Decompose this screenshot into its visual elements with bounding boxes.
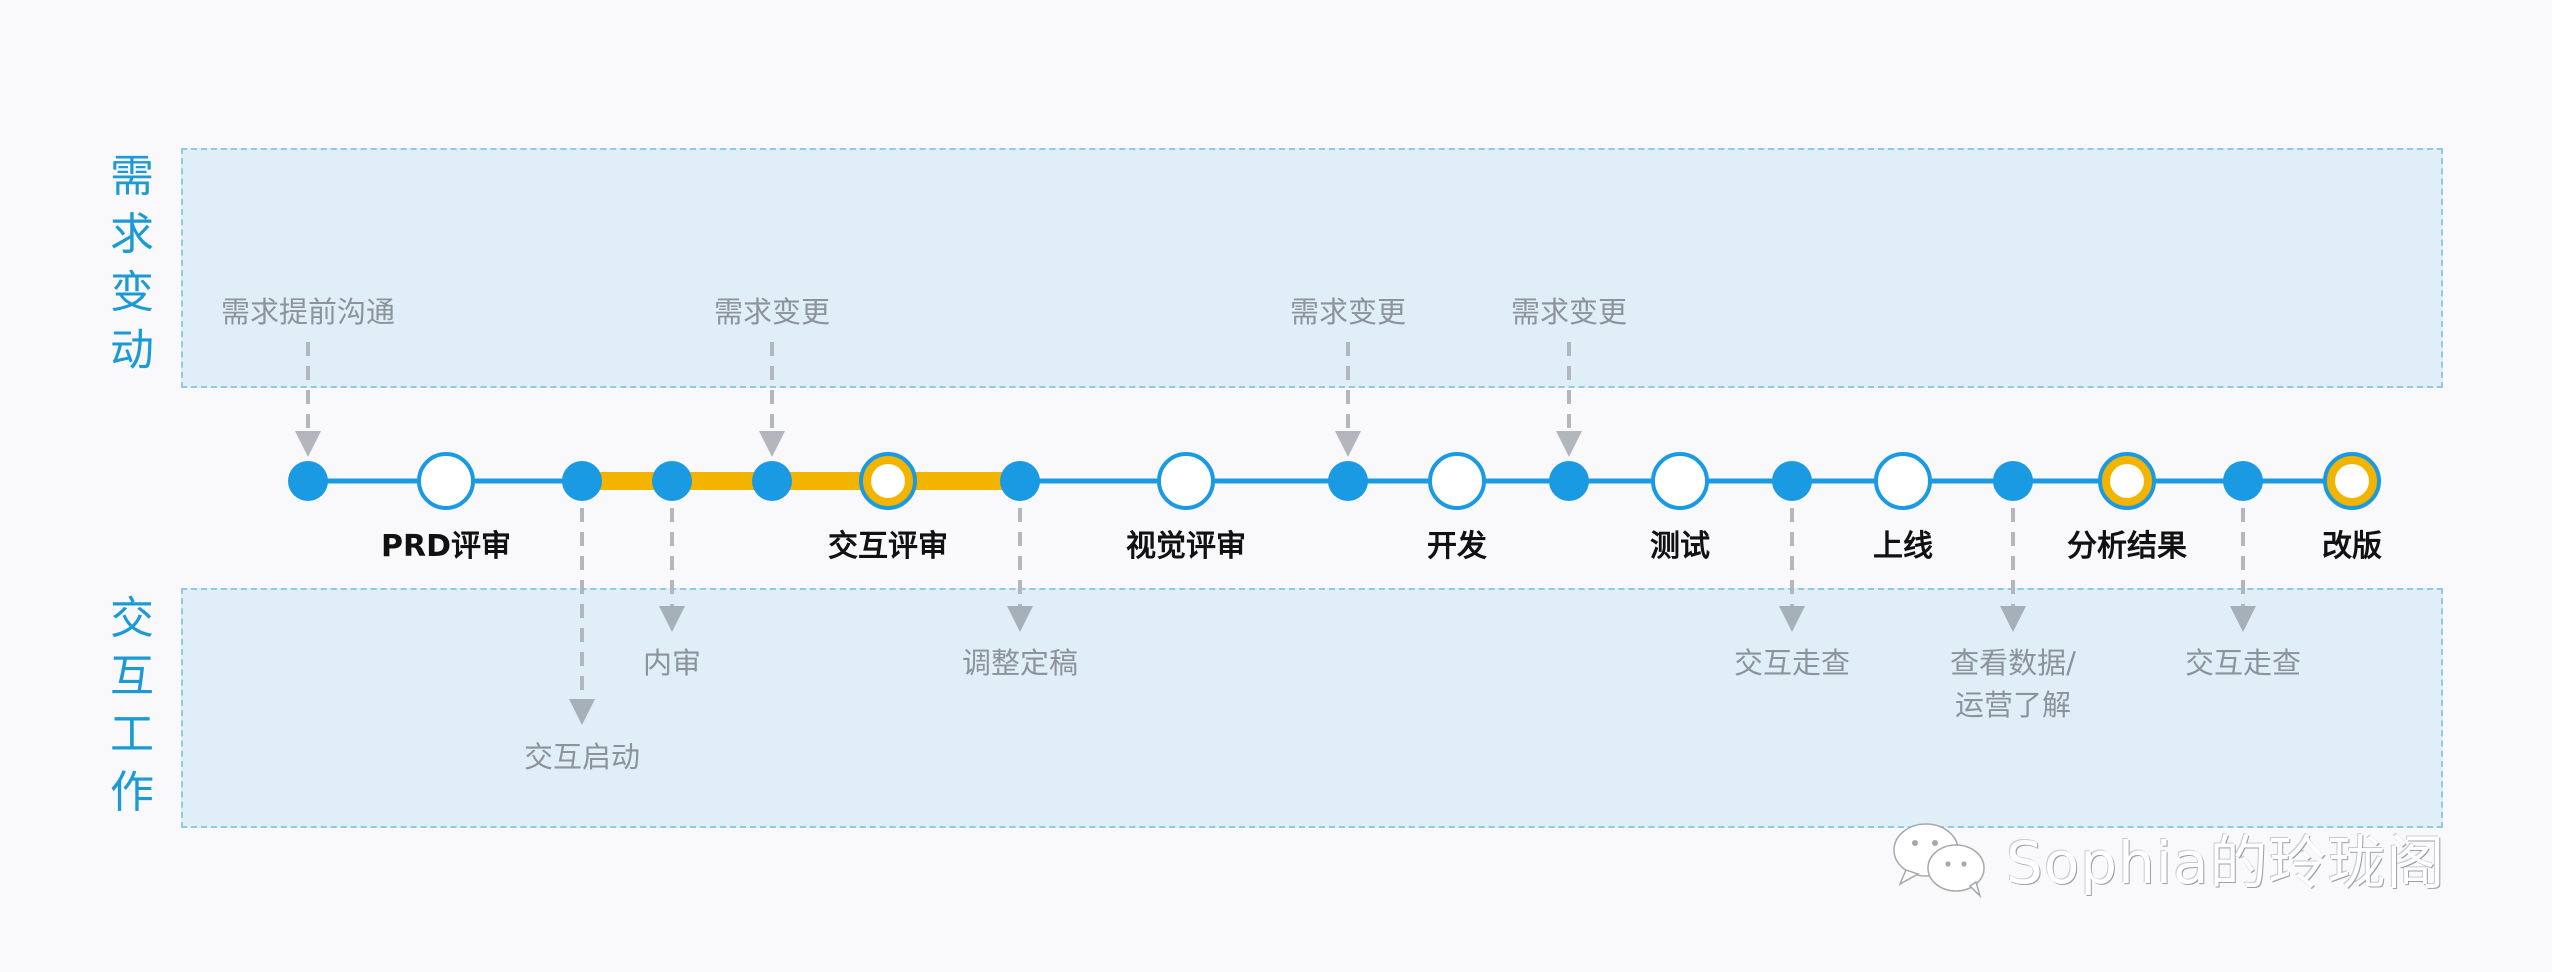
event-node bbox=[652, 461, 692, 501]
interaction-work-band bbox=[181, 588, 2443, 828]
interaction-work-annotation: 交互启动 bbox=[524, 736, 640, 778]
stage-label: 测试 bbox=[1650, 529, 1710, 564]
interaction-work-annotation: 交互走查 bbox=[1734, 642, 1850, 684]
arrow-down-icon bbox=[2000, 606, 2026, 632]
arrow-down-icon bbox=[569, 699, 595, 725]
title-char: 变 bbox=[110, 267, 154, 318]
arrow-down-icon bbox=[1779, 606, 1805, 632]
arrow-down-icon bbox=[659, 606, 685, 632]
wechat-icon bbox=[1893, 823, 1985, 898]
title-char: 需 bbox=[110, 151, 154, 202]
event-node bbox=[1993, 461, 2033, 501]
interaction-work-annotation: 查看数据/运营了解 bbox=[1950, 642, 2076, 726]
event-node bbox=[1772, 461, 1812, 501]
key-milestone-inner bbox=[2335, 464, 2369, 498]
milestone-node bbox=[1874, 452, 1932, 510]
milestone-node bbox=[1428, 452, 1486, 510]
arrow-down-icon bbox=[759, 431, 785, 457]
annotation-line: 需求变更 bbox=[713, 295, 831, 329]
annotation-line: 运营了解 bbox=[1954, 688, 2071, 722]
demand-change-title: 需 求 变 动 bbox=[106, 148, 158, 380]
arrow-down-icon bbox=[2230, 606, 2256, 632]
interaction-work-annotation: 内审 bbox=[643, 642, 701, 684]
title-char: 工 bbox=[110, 709, 154, 760]
event-node bbox=[1328, 461, 1368, 501]
interaction-work-annotation: 交互走查 bbox=[2185, 642, 2301, 684]
stage-label: 视觉评审 bbox=[1126, 529, 1246, 564]
event-node bbox=[2223, 461, 2263, 501]
event-node bbox=[1549, 461, 1589, 501]
event-node bbox=[1000, 461, 1040, 501]
demand-change-annotation: 需求变更 bbox=[1511, 291, 1627, 333]
arrow-down-icon bbox=[1007, 606, 1033, 632]
key-milestone-inner bbox=[2110, 464, 2144, 498]
demand-change-annotation: 需求变更 bbox=[714, 291, 830, 333]
stage-label: 开发 bbox=[1427, 529, 1487, 564]
title-char: 交 bbox=[110, 593, 154, 644]
arrow-down-icon bbox=[1556, 431, 1582, 457]
demand-change-annotation: 需求提前沟通 bbox=[221, 291, 395, 333]
event-node bbox=[752, 461, 792, 501]
demand-change-band bbox=[181, 148, 2443, 388]
event-node bbox=[562, 461, 602, 501]
annotation-line: 调整定稿 bbox=[961, 646, 1079, 680]
annotation-line: 需求变更 bbox=[1289, 295, 1407, 329]
key-milestone-inner bbox=[871, 464, 905, 498]
stage-label: PRD评审 bbox=[381, 529, 511, 564]
annotation-line: 需求变更 bbox=[1510, 295, 1628, 329]
title-char: 动 bbox=[110, 325, 154, 376]
arrow-down-icon bbox=[295, 431, 321, 457]
stage-label: 分析结果 bbox=[2067, 529, 2187, 564]
annotation-line: 内审 bbox=[642, 646, 702, 680]
milestone-node bbox=[1157, 452, 1215, 510]
arrow-down-icon bbox=[1335, 431, 1361, 457]
interaction-work-annotation: 调整定稿 bbox=[962, 642, 1078, 684]
interaction-work-title: 交 互 工 作 bbox=[106, 590, 158, 822]
stage-label: 交互评审 bbox=[828, 529, 948, 564]
stage-label: 改版 bbox=[2322, 529, 2382, 564]
milestone-node bbox=[1651, 452, 1709, 510]
annotation-line: 交互启动 bbox=[523, 740, 641, 774]
annotation-line: 交互走查 bbox=[2184, 646, 2302, 680]
stage-label: 上线 bbox=[1873, 529, 1933, 564]
title-char: 作 bbox=[110, 767, 154, 818]
watermark-text: Sophia的玲珑阁 bbox=[2006, 829, 2446, 897]
annotation-line: 交互走查 bbox=[1733, 646, 1851, 680]
title-char: 求 bbox=[110, 209, 154, 260]
watermark: Sophia的玲珑阁 bbox=[1888, 818, 2446, 898]
annotation-line: 查看数据/ bbox=[1950, 646, 2076, 680]
event-node bbox=[288, 461, 328, 501]
milestone-node bbox=[417, 452, 475, 510]
annotation-line: 需求提前沟通 bbox=[220, 295, 396, 329]
interaction-phase-highlight bbox=[582, 472, 1020, 490]
demand-change-annotation: 需求变更 bbox=[1290, 291, 1406, 333]
title-char: 互 bbox=[110, 651, 154, 702]
